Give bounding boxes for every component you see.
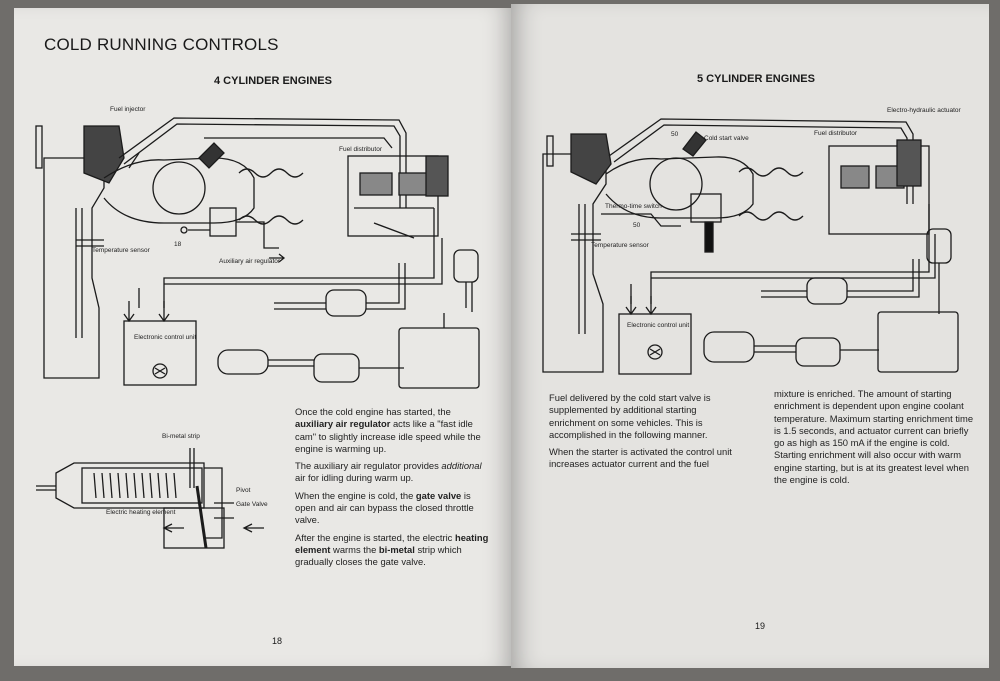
label-electric-heating-element: Electric heating element [106, 509, 176, 516]
paragraph: The auxiliary air regulator provides add… [295, 460, 482, 484]
left-page: COLD RUNNING CONTROLS 4 CYLINDER ENGINES [14, 8, 511, 666]
label-fuel-injector: Fuel injector [110, 106, 146, 113]
label-temperature-sensor: Temperature sensor [591, 242, 650, 249]
label-fuel-distributor: Fuel distributor [339, 146, 383, 153]
label-marker-50a: 50 [671, 131, 679, 138]
diagram-title-4-cylinder: 4 CYLINDER ENGINES [214, 75, 332, 87]
paragraph: After the engine is started, the electri… [295, 531, 489, 568]
page-number-left: 18 [272, 636, 283, 646]
fuel-system-diagram-4-cylinder: Fuel injector Fuel distributor Temperatu… [35, 106, 480, 549]
left-body-text: Once the cold engine has started, the au… [295, 406, 490, 574]
label-electro-hydraulic-actuator: Electro-hydraulic actuator [887, 107, 962, 114]
diagram-title-5-cylinder: 5 CYLINDER ENGINES [697, 73, 815, 85]
right-body-text-column-1: Fuel delivered by the cold start valve i… [549, 392, 739, 476]
section-title: COLD RUNNING CONTROLS [44, 35, 279, 54]
label-bi-metal-strip: Bi-metal strip [162, 433, 200, 440]
label-thermo-time-switch: Thermo-time switch [605, 203, 662, 210]
label-temperature-sensor: Temperature sensor [92, 247, 151, 254]
paragraph: Fuel delivered by the cold start valve i… [549, 392, 711, 440]
label-pivot: Pivot [236, 487, 251, 494]
label-marker-50b: 50 [633, 222, 641, 229]
label-temp-marker: 18 [174, 241, 182, 248]
label-electronic-control-unit: Electronic control unit [134, 334, 196, 341]
label-gate-valve: Gate Valve [236, 501, 268, 508]
paragraph: When the starter is activated the contro… [549, 446, 732, 470]
label-fuel-distributor: Fuel distributor [814, 130, 858, 137]
label-auxiliary-air-regulator: Auxiliary air regulator [219, 258, 281, 265]
paragraph: When the engine is cold, the gate valve … [295, 489, 474, 526]
paragraph: Once the cold engine has started, the au… [295, 406, 481, 454]
fuel-system-diagram-5-cylinder: Cold start valve Fuel distributor Electr… [542, 107, 962, 375]
label-electronic-control-unit: Electronic control unit [627, 322, 689, 329]
right-page: 5 CYLINDER ENGINES [511, 4, 989, 668]
label-cold-start-valve: Cold start valve [704, 135, 749, 142]
right-body-text-column-2: mixture is enriched. The amount of start… [774, 388, 974, 491]
paragraph: mixture is enriched. The amount of start… [774, 388, 974, 486]
page-number-right: 19 [755, 621, 766, 631]
